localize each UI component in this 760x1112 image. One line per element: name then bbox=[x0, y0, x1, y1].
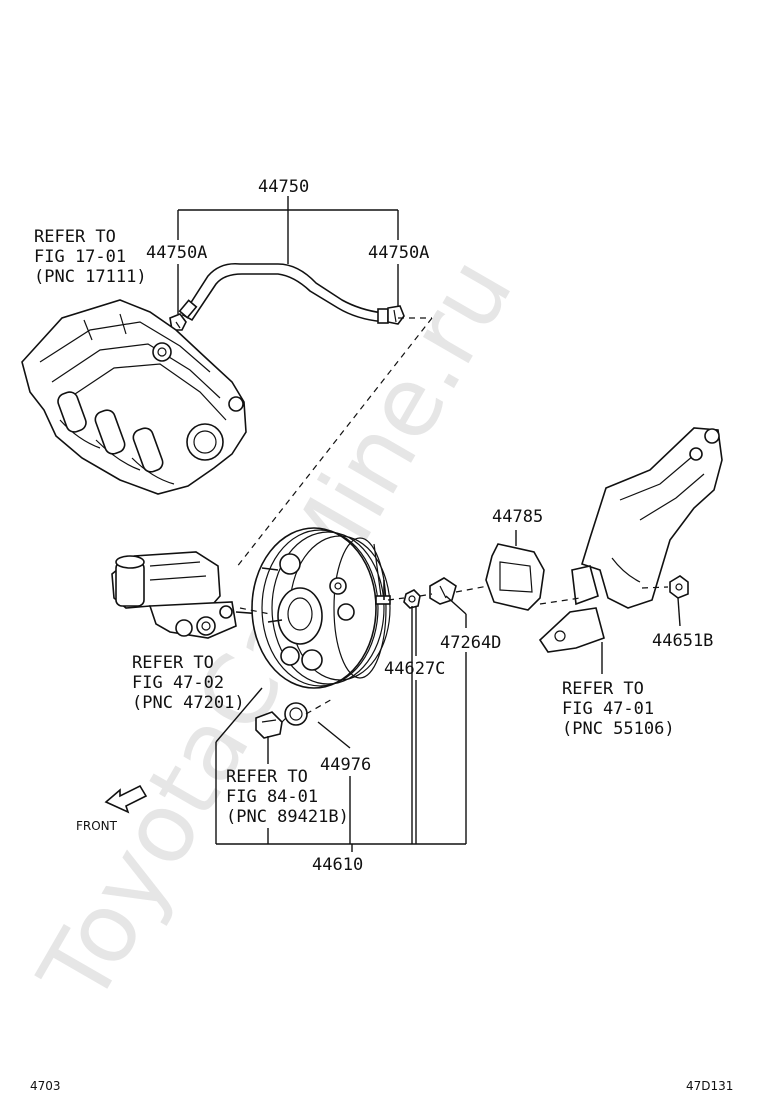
label-44785: 44785 bbox=[492, 507, 543, 527]
label-44976: 44976 bbox=[320, 755, 371, 775]
ref-sensor-line3: (PNC 89421B) bbox=[226, 807, 349, 827]
hose-clip-right bbox=[387, 305, 405, 325]
ref-sensor-line2: FIG 84-01 bbox=[226, 787, 318, 807]
label-44750: 44750 bbox=[258, 177, 309, 197]
footer-right: 47D131 bbox=[686, 1079, 733, 1093]
ref-master-cylinder-line2: FIG 47-02 bbox=[132, 673, 224, 693]
ref-master-cylinder: REFER TO FIG 47-02 (PNC 47201) bbox=[132, 653, 245, 713]
nut-44627c bbox=[403, 589, 421, 609]
seal-44976 bbox=[284, 702, 308, 726]
label-44750a-right: 44750A bbox=[368, 243, 429, 263]
intake-manifold bbox=[21, 299, 247, 495]
ref-pedal-bracket-line1: REFER TO bbox=[562, 679, 644, 699]
ref-master-cylinder-line1: REFER TO bbox=[132, 653, 214, 673]
gasket-44785 bbox=[485, 543, 545, 611]
label-44610: 44610 bbox=[312, 855, 363, 875]
nut-44651b bbox=[669, 575, 689, 599]
label-44627c: 44627C bbox=[384, 659, 445, 679]
leader-44750 bbox=[177, 196, 399, 314]
pedal-bracket bbox=[538, 427, 723, 653]
ref-manifold: REFER TO FIG 17-01 (PNC 17111) bbox=[34, 227, 147, 287]
ref-master-cylinder-line3: (PNC 47201) bbox=[132, 693, 245, 713]
ref-pedal-bracket-line3: (PNC 55106) bbox=[562, 719, 675, 739]
ref-sensor-line1: REFER TO bbox=[226, 767, 308, 787]
ref-sensor: REFER TO FIG 84-01 (PNC 89421B) bbox=[226, 767, 349, 827]
ref-manifold-line1: REFER TO bbox=[34, 227, 116, 247]
clevis-47264d bbox=[429, 577, 457, 605]
front-arrow-icon bbox=[104, 784, 148, 814]
ref-pedal-bracket: REFER TO FIG 47-01 (PNC 55106) bbox=[562, 679, 675, 739]
front-label: FRONT bbox=[76, 819, 118, 833]
vacuum-hose-44750 bbox=[178, 262, 389, 324]
label-44651b: 44651B bbox=[652, 631, 713, 651]
ref-pedal-bracket-line2: FIG 47-01 bbox=[562, 699, 654, 719]
master-cylinder bbox=[111, 551, 263, 639]
assembly-lines bbox=[235, 317, 669, 723]
label-47264d: 47264D bbox=[440, 633, 501, 653]
vacuum-sensor bbox=[255, 711, 283, 739]
leader-lines bbox=[215, 530, 681, 852]
ref-manifold-line2: FIG 17-01 bbox=[34, 247, 126, 267]
label-44750a-left: 44750A bbox=[146, 243, 207, 263]
brake-booster bbox=[251, 527, 391, 689]
footer-left: 4703 bbox=[30, 1079, 61, 1093]
ref-manifold-line3: (PNC 17111) bbox=[34, 267, 147, 287]
